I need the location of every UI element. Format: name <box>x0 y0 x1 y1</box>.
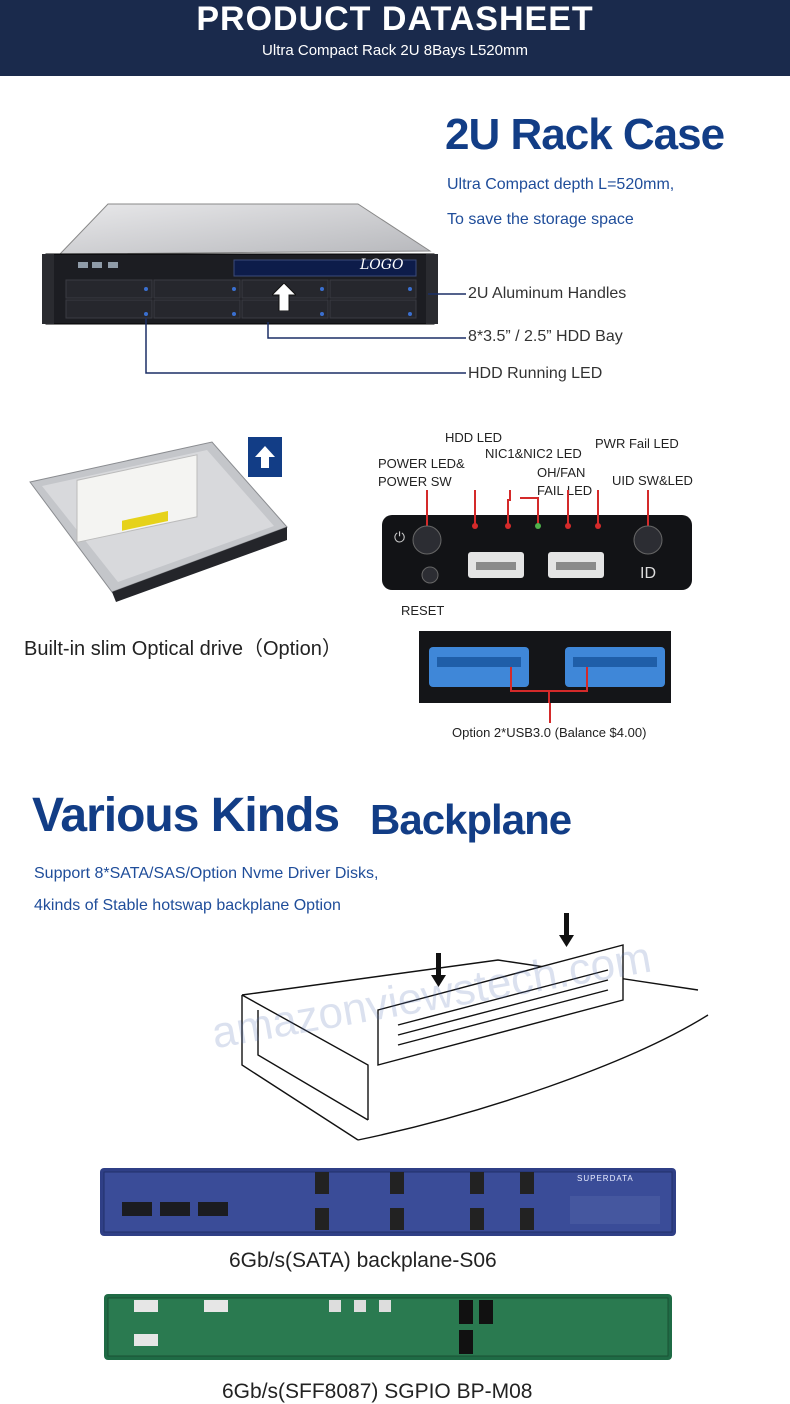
rack-case-title: 2U Rack Case <box>445 110 725 159</box>
callout-handles: 2U Aluminum Handles <box>468 285 627 302</box>
optical-caption: Built-in slim Optical drive（Option） <box>24 638 342 660</box>
label-hdd-led: HDD LED <box>445 430 503 445</box>
board1-caption: 6Gb/s(SATA) backplane-S06 <box>229 1249 497 1272</box>
rack-callout-lines <box>145 293 466 374</box>
uid-id-text: ID <box>640 565 656 582</box>
label-fail-led: FAIL LED <box>537 483 593 498</box>
page-title: PRODUCT DATASHEET <box>196 0 594 38</box>
power-icon: ⏻ <box>394 530 405 546</box>
header-banner <box>0 0 790 76</box>
backplane-install-drawing <box>241 913 709 1141</box>
page-subtitle: Ultra Compact Rack 2U 8Bays L520mm <box>262 42 528 59</box>
label-ohfan: OH/FAN <box>537 465 586 480</box>
front-panel-image: ⏻ <box>382 490 692 590</box>
up-arrow-icon <box>270 282 298 312</box>
rack-chassis-image <box>42 203 438 325</box>
board1-brand: SUPERDATA <box>577 1174 634 1183</box>
label-uid: UID SW&LED <box>612 473 693 488</box>
optical-drive-image <box>29 441 288 602</box>
usb3-option-image <box>419 631 671 703</box>
backplane-board-s06 <box>100 1168 676 1236</box>
rack-desc-line2: To save the storage space <box>447 211 634 228</box>
label-reset: RESET <box>401 603 445 618</box>
label-nic-led: NIC1&NIC2 LED <box>485 446 582 461</box>
usb-callout-line <box>549 703 551 723</box>
backplane-board-m08 <box>104 1294 672 1360</box>
backplane-title-a: Various Kinds <box>32 789 340 842</box>
callout-hdd-led: HDD Running LED <box>468 365 603 382</box>
label-power-sw: POWER SW <box>378 474 452 489</box>
rack-desc-line1: Ultra Compact depth L=520mm, <box>447 176 675 193</box>
backplane-title-b: Backplane <box>370 796 572 843</box>
callout-hdd-bay: 8*3.5” / 2.5” HDD Bay <box>468 328 623 345</box>
board2-caption: 6Gb/s(SFF8087) SGPIO BP-M08 <box>222 1380 533 1403</box>
optical-up-arrow-icon <box>248 437 282 477</box>
chassis-logo: LOGO <box>360 257 404 273</box>
label-power-led: POWER LED& <box>378 456 465 471</box>
usb-option-caption: Option 2*USB3.0 (Balance $4.00) <box>452 725 647 740</box>
backplane-desc-line2: 4kinds of Stable hotswap backplane Optio… <box>34 897 341 914</box>
label-pwr-fail: PWR Fail LED <box>595 436 679 451</box>
backplane-desc-line1: Support 8*SATA/SAS/Option Nvme Driver Di… <box>34 865 379 882</box>
